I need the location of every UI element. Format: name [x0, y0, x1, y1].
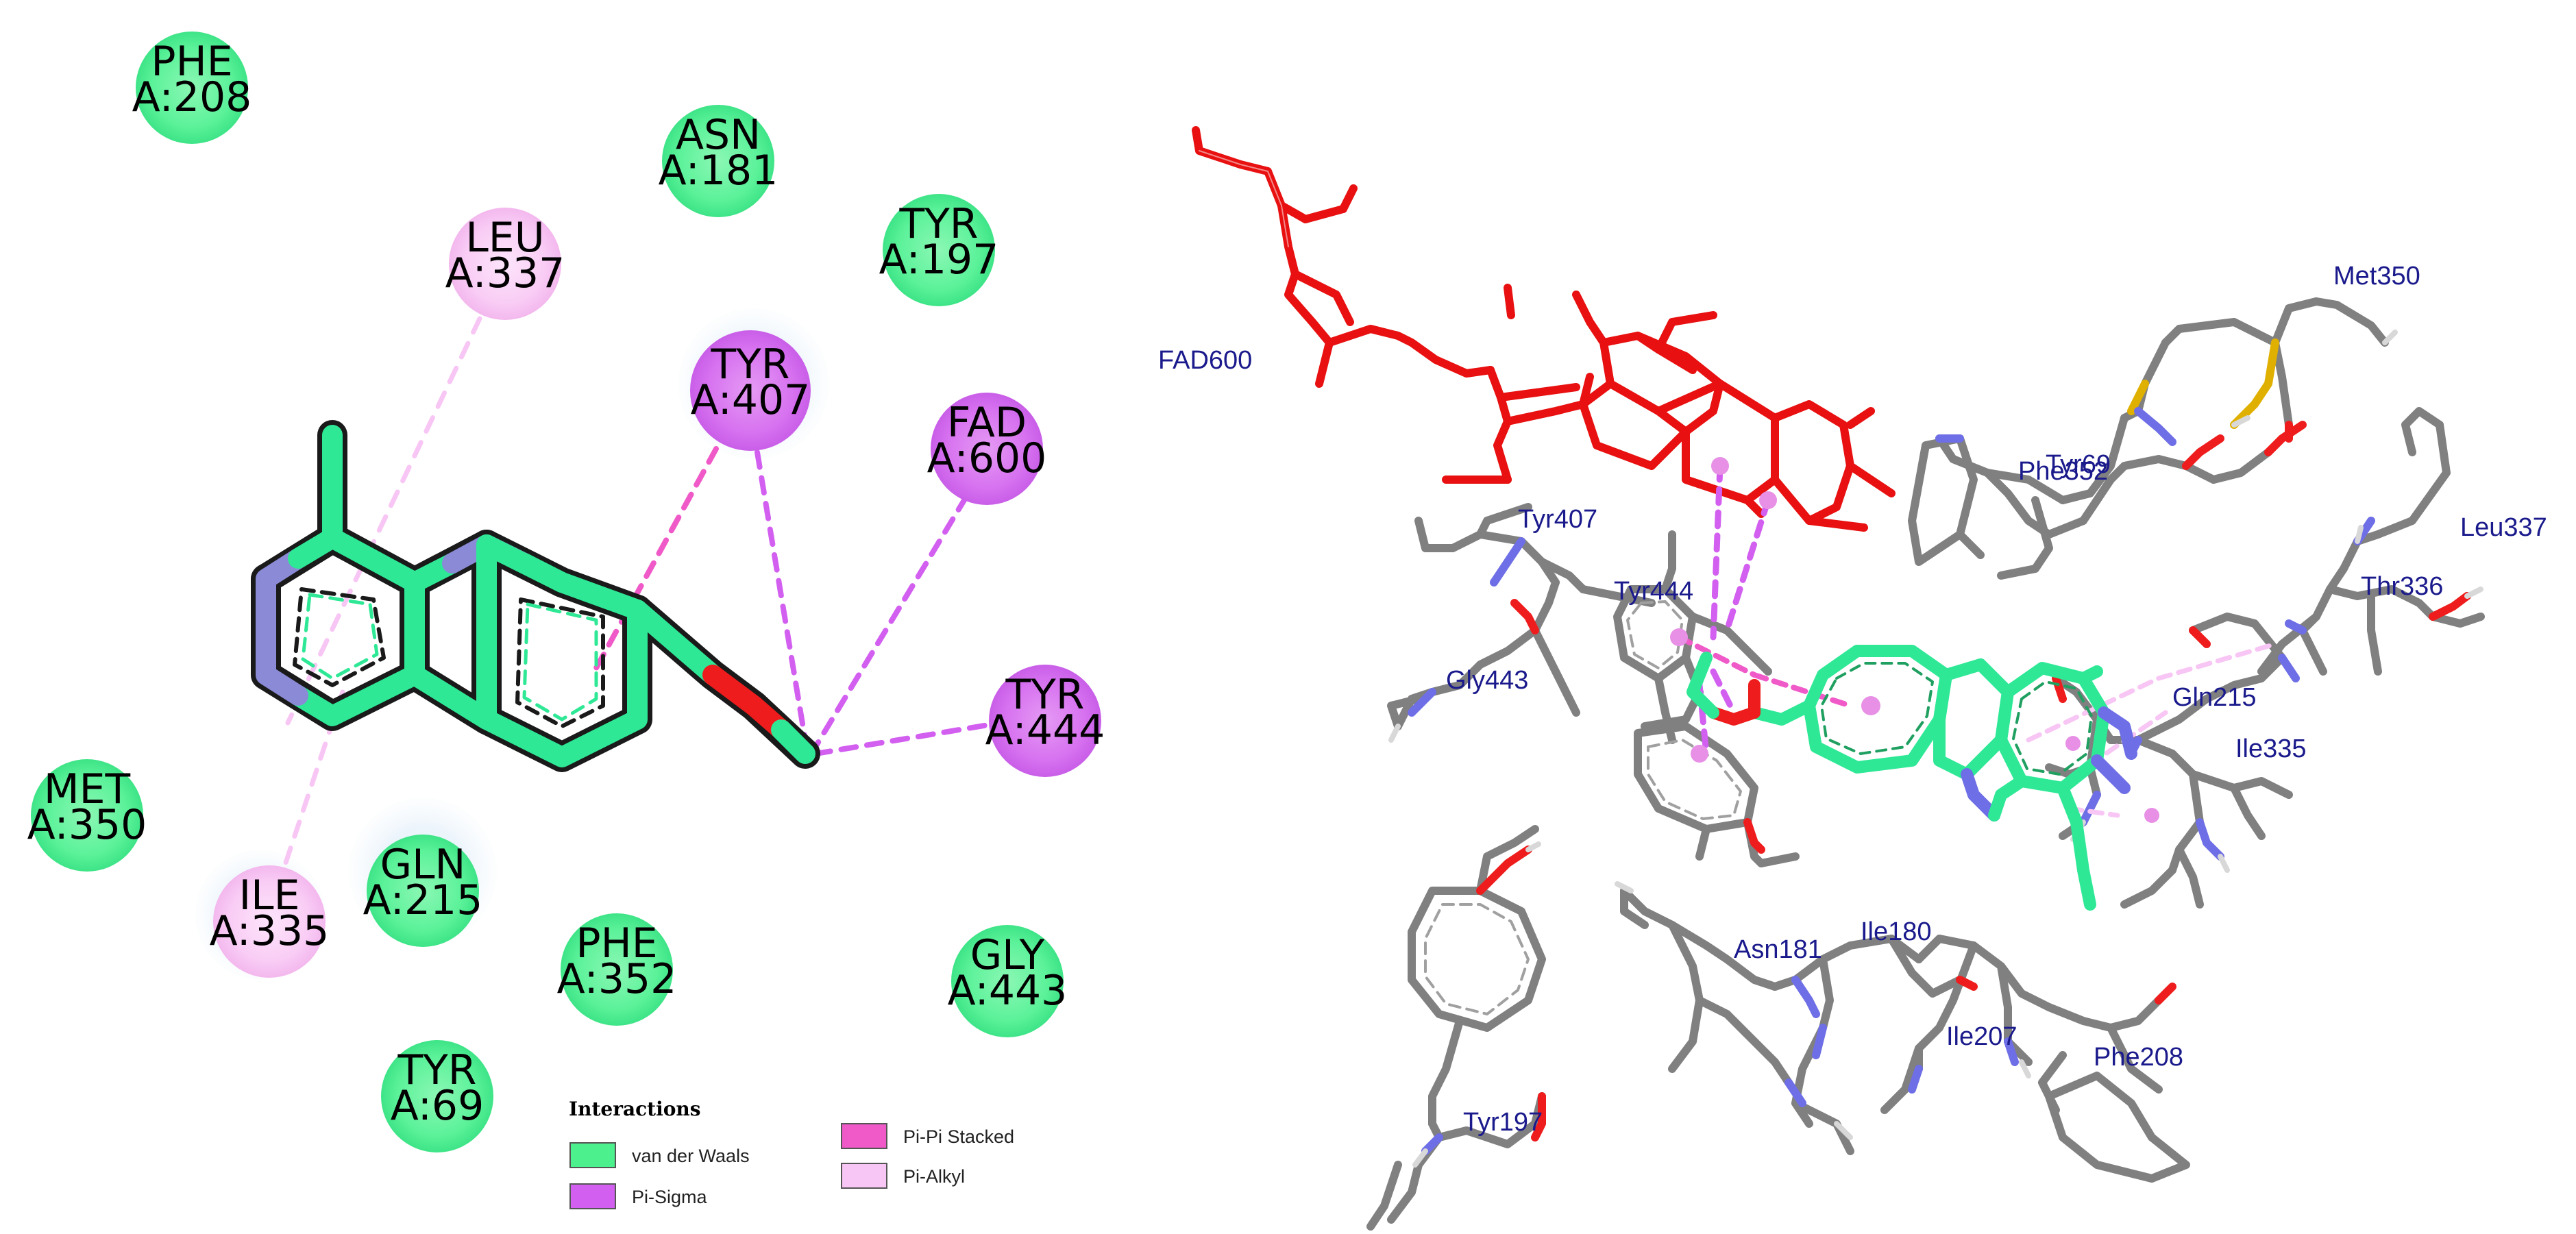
svg-text:MET: MET: [44, 765, 131, 813]
label-tyr444: Tyr444: [1614, 577, 1693, 606]
residue-met-350: MET A:350: [27, 759, 147, 872]
svg-text:A:600: A:600: [927, 434, 1047, 482]
residue-leu-337: LEU A:337: [445, 208, 565, 320]
svg-text:A:69: A:69: [391, 1082, 484, 1130]
residue-tyr-407: TYR A:407: [690, 330, 811, 451]
residue-tyr-197: TYR A:197: [879, 194, 999, 306]
svg-text:A:335: A:335: [210, 907, 330, 955]
pi-sigma-line: [813, 494, 969, 750]
svg-text:TYR: TYR: [711, 341, 790, 388]
label-thr336: Thr336: [2361, 572, 2443, 601]
svg-text:A:215: A:215: [363, 876, 483, 924]
svg-text:A:443: A:443: [948, 967, 1068, 1015]
residue-ile-335: ILE A:335: [210, 865, 330, 978]
svg-text:PHE: PHE: [151, 38, 232, 86]
legend-label: Pi-Alkyl: [903, 1166, 965, 1187]
pi-pi-stacked-line: [593, 446, 719, 671]
label-leu337: Leu337: [2460, 513, 2547, 542]
svg-text:TYR: TYR: [899, 200, 979, 248]
pi-sigma-line: [755, 449, 808, 743]
svg-text:A:181: A:181: [659, 147, 778, 195]
legend-item-pi-sigma: Pi-Sigma: [569, 1183, 708, 1209]
residue-asn-181: ASN A:181: [659, 105, 778, 217]
label-asn181: Asn181: [1734, 935, 1822, 964]
svg-text:TYR: TYR: [397, 1046, 477, 1094]
legend-item-pi-alkyl: Pi-Alkyl: [841, 1163, 965, 1189]
svg-text:A:444: A:444: [985, 706, 1105, 754]
interaction-lines: [282, 316, 1003, 869]
protein-residues: [1366, 297, 2485, 1231]
label-ile180: Ile180: [1861, 917, 1932, 946]
legend-label: Pi-Pi Stacked: [903, 1126, 1014, 1147]
svg-text:A:350: A:350: [27, 801, 147, 849]
svg-text:A:337: A:337: [445, 249, 565, 297]
residue-fad-600: FAD A:600: [927, 393, 1047, 505]
3d-docking-panel: FAD600 Met350 Tyr69 Phe352 Leu337 Thr336…: [1158, 126, 2547, 1231]
svg-text:A:407: A:407: [691, 376, 811, 424]
svg-text:LEU: LEU: [465, 214, 544, 262]
2d-interaction-panel: PHE A:208 ASN A:181 TYR A:197 LEU A:337 …: [27, 32, 1105, 1209]
legend-title: Interactions: [569, 1098, 701, 1120]
svg-text:ASN: ASN: [676, 111, 761, 159]
ligand-3d-pose: [1686, 645, 2137, 911]
residue-phe-352: PHE A:352: [557, 913, 677, 1026]
pi-sigma-line: [813, 720, 1003, 756]
residue-bubbles: PHE A:208 ASN A:181 TYR A:197 LEU A:337 …: [27, 32, 1105, 1152]
interactions-legend: Interactions van der Waals Pi-Sigma Pi-P…: [569, 1098, 1014, 1209]
svg-text:PHE: PHE: [576, 920, 657, 967]
label-phe208: Phe208: [2094, 1043, 2183, 1072]
label-ile207: Ile207: [1946, 1022, 2017, 1051]
legend-item-vdw: van der Waals: [569, 1142, 750, 1168]
svg-text:A:208: A:208: [132, 73, 252, 121]
legend-item-pi-pi-stacked: Pi-Pi Stacked: [841, 1123, 1014, 1149]
legend-swatch: [569, 1183, 616, 1209]
label-fad600: FAD600: [1158, 346, 1252, 375]
pi-alkyl-line: [285, 316, 482, 726]
legend-label: van der Waals: [632, 1146, 750, 1166]
label-gly443: Gly443: [1446, 666, 1528, 695]
svg-text:ILE: ILE: [238, 872, 299, 920]
legend-swatch: [841, 1163, 887, 1189]
fad-cofactor: [1192, 126, 1896, 532]
svg-text:TYR: TYR: [1005, 671, 1085, 719]
legend-swatch: [841, 1123, 887, 1149]
residue-gly-443: GLY A:443: [948, 925, 1068, 1037]
label-tyr407: Tyr407: [1518, 505, 1597, 534]
svg-text:A:197: A:197: [879, 236, 999, 284]
label-phe352: Phe352: [2018, 457, 2108, 486]
label-gln215: Gln215: [2172, 683, 2257, 712]
residue-phe-208: PHE A:208: [132, 32, 252, 144]
ligand-2d-structure: [251, 420, 820, 772]
label-tyr197: Tyr197: [1463, 1108, 1543, 1137]
label-ile335: Ile335: [2235, 735, 2307, 763]
residue-tyr-444: TYR A:444: [985, 665, 1105, 777]
residue-labels-3d: FAD600 Met350 Tyr69 Phe352 Leu337 Thr336…: [1158, 262, 2547, 1137]
svg-text:GLY: GLY: [970, 931, 1045, 979]
legend-swatch: [569, 1142, 616, 1168]
legend-label: Pi-Sigma: [632, 1187, 708, 1207]
residue-gln-215: GLN A:215: [363, 835, 483, 947]
svg-text:FAD: FAD: [947, 399, 1027, 447]
label-met350: Met350: [2333, 262, 2420, 291]
label-tyr69: Tyr69: [2046, 450, 2111, 479]
residue-tyr-69: TYR A:69: [381, 1040, 493, 1152]
svg-text:GLN: GLN: [380, 841, 466, 889]
svg-text:A:352: A:352: [557, 955, 677, 1003]
